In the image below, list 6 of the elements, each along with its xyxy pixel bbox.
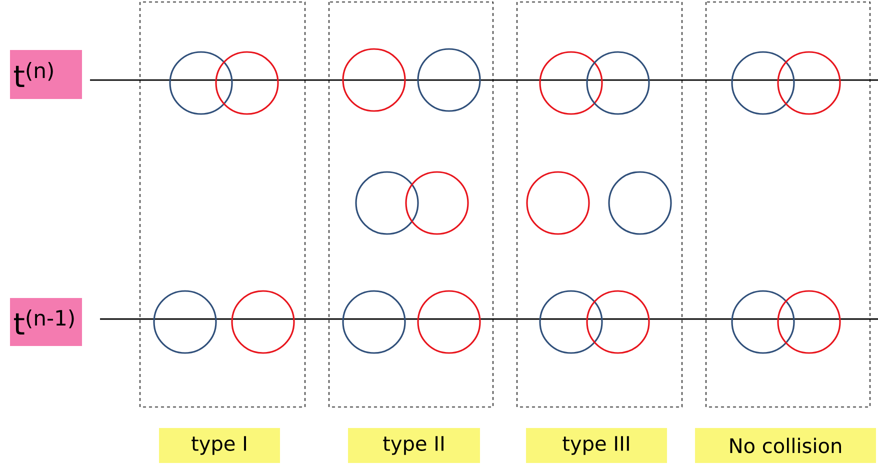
time-label: t$^{(n-1)}$ (10, 298, 82, 346)
time-label: t$^{(n)}$ (10, 50, 82, 99)
type-label: No collision (695, 428, 876, 463)
type-label: type I (159, 428, 280, 463)
type-label: type III (526, 428, 667, 463)
type-label: type II (348, 428, 480, 463)
